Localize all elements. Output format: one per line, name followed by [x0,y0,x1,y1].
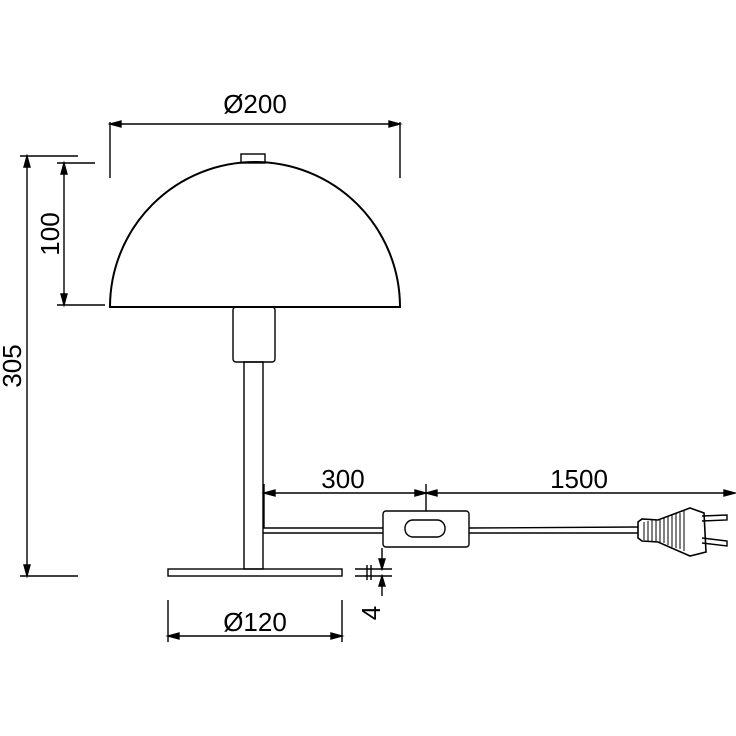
label-base-diameter: Ø120 [223,607,287,637]
label-shade-height: 100 [35,212,65,255]
cable-to-switch [263,527,383,534]
lamp-base [167,568,343,577]
shade-finial [240,153,266,164]
label-base-thickness: 4 [356,606,386,620]
switch-rocker [404,519,446,538]
dim-total-height [20,153,78,579]
dim-base-diameter [165,600,345,642]
dim-shade-height [57,160,105,308]
label-shade-diameter: Ø200 [223,89,287,119]
dim-shade-diameter [107,120,403,178]
label-cable-to-plug: 1500 [550,464,608,494]
dim-cable-lengths [261,484,736,528]
cable-to-plug [468,526,639,534]
inline-switch [382,510,470,548]
euro-plug [637,507,728,557]
lamp-stem [243,361,264,570]
label-total-height: 305 [0,344,27,387]
label-cable-to-switch: 300 [321,464,364,494]
lamp-shade [108,161,402,308]
dim-base-thickness [355,548,392,596]
lamp-socket [232,306,276,363]
